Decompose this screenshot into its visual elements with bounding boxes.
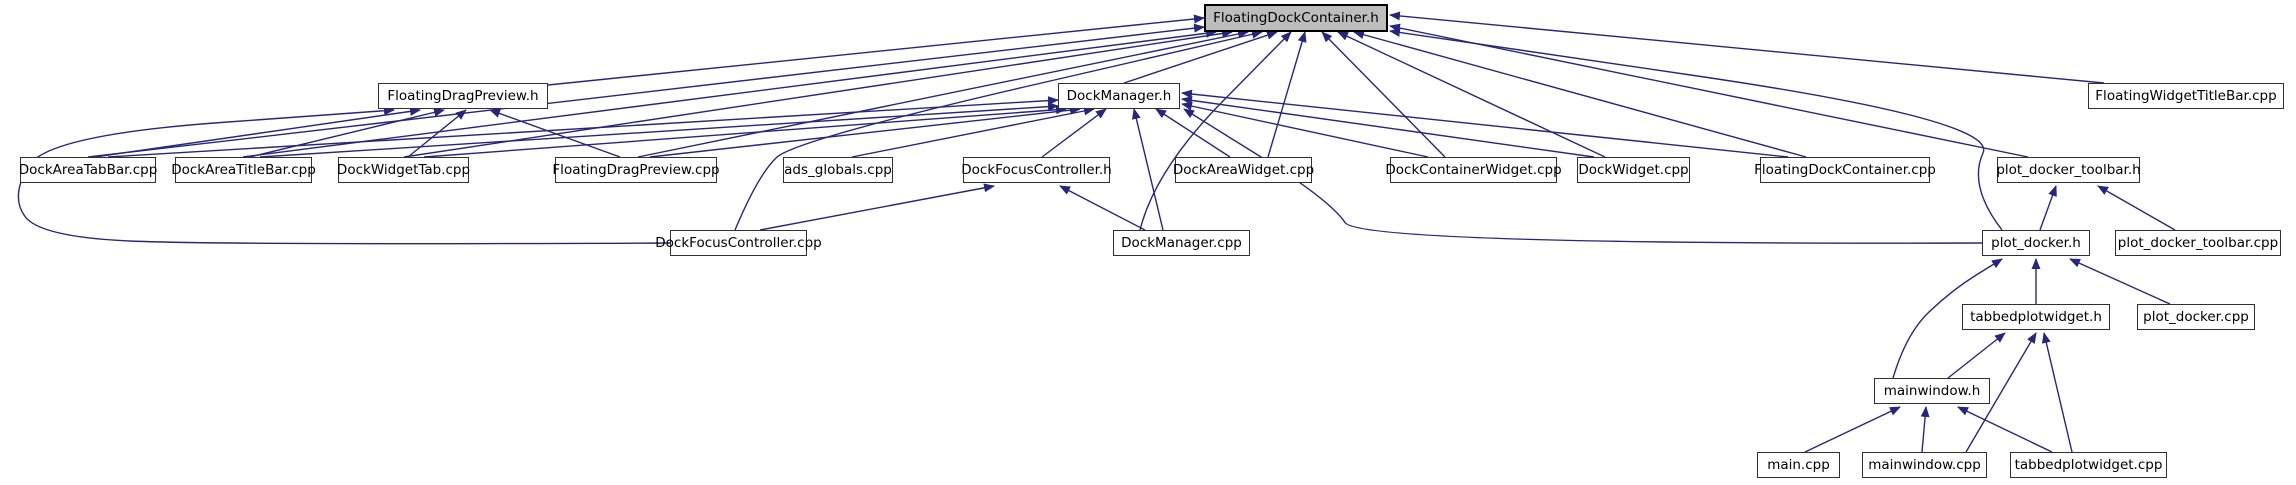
edge-floatingdragpreview_h-to-floatingdockcontainer_h	[547, 14, 1205, 86]
edge-plot_docker_h-to-dockmanager_h	[1183, 108, 1983, 244]
edge-dockwidgettab_cpp-to-floatingdragpreview_h	[407, 109, 467, 158]
edge-dockwidget_cpp-to-dockmanager_h	[1181, 95, 1595, 158]
edge-dockareatabbar_cpp-to-floatingdragpreview_h	[94, 106, 421, 158]
edge-tabbedplotwidget_cpp-to-tabbedplotwidget_h	[2041, 332, 2073, 453]
graph-node-mainwindow_cpp[interactable]: mainwindow.cpp	[1862, 452, 1987, 478]
edge-dockwidget_cpp-to-floatingdockcontainer_h	[1337, 31, 1606, 158]
graph-node-tabbedplotwidget_h[interactable]: tabbedplotwidget.h	[1962, 304, 2110, 330]
graph-node-plot_docker_cpp[interactable]: plot_docker.cpp	[2137, 304, 2255, 330]
edge-plot_docker_cpp-to-plot_docker_h	[2069, 258, 2171, 305]
edge-dockwidgettab_cpp-to-floatingdockcontainer_h	[403, 29, 1233, 158]
graph-node-dockwidgettab_cpp[interactable]: DockWidgetTab.cpp	[337, 157, 470, 183]
edge-plot_docker_h-to-plot_docker_toolbar_h	[2039, 185, 2057, 231]
edge-ads_globals_cpp-to-dockmanager_h	[851, 106, 1095, 158]
edge-dockfocuscontroller_cpp-to-floatingdockcontainer_h	[734, 29, 1263, 231]
edge-floatingdockcontainer_cpp-to-dockmanager_h	[1181, 89, 1789, 158]
edge-plot_docker_toolbar_cpp-to-plot_docker_toolbar_h	[2097, 185, 2176, 231]
graph-node-plot_docker_h[interactable]: plot_docker.h	[1982, 230, 2090, 256]
graph-node-main_cpp[interactable]: main.cpp	[1757, 452, 1840, 478]
edge-mainwindow_cpp-to-mainwindow_h	[1920, 406, 1930, 453]
graph-node-dockfocuscontroller_h[interactable]: DockFocusController.h	[961, 157, 1112, 183]
edge-mainwindow_h-to-tabbedplotwidget_h	[1947, 332, 2006, 379]
edge-dockfocuscontroller_cpp-to-floatingdragpreview_h	[17, 106, 671, 245]
edge-dockmanager_h-to-floatingdockcontainer_h	[1123, 30, 1278, 84]
graph-node-dockmanager_h[interactable]: DockManager.h	[1058, 83, 1180, 109]
graph-node-dockmanager_cpp[interactable]: DockManager.cpp	[1113, 230, 1250, 256]
edge-tabbedplotwidget_cpp-to-mainwindow_h	[1957, 406, 2053, 453]
graph-node-dockfocuscontroller_cpp[interactable]: DockFocusController.cpp	[655, 230, 822, 256]
graph-node-floatingdockcontainer_cpp[interactable]: FloatingDockContainer.cpp	[1754, 157, 1936, 183]
edge-dockcontainerwidget_cpp-to-dockmanager_h	[1181, 101, 1429, 158]
graph-node-floatingdragpreview_h[interactable]: FloatingDragPreview.h	[378, 83, 548, 109]
edge-dockareatabbar_cpp-to-dockmanager_h	[107, 96, 1059, 158]
edge-dockmanager_cpp-to-floatingdockcontainer_h	[1139, 31, 1292, 231]
edge-dockareatabbar_cpp-to-floatingdockcontainer_h	[87, 23, 1205, 158]
edge-dockareawidget_cpp-to-floatingdockcontainer_h	[1267, 31, 1307, 158]
graph-node-plot_docker_toolbar_cpp[interactable]: plot_docker_toolbar.cpp	[2115, 230, 2281, 256]
graph-node-dockareatitlebar_cpp[interactable]: DockAreaTitleBar.cpp	[171, 157, 316, 183]
edge-floatingdragpreview_cpp-to-dockmanager_h	[649, 105, 1081, 158]
edge-floatingdragpreview_cpp-to-floatingdockcontainer_h	[637, 29, 1249, 158]
edge-dockwidgettab_cpp-to-dockmanager_h	[423, 105, 1067, 158]
edge-dockmanager_cpp-to-dockmanager_h	[1131, 108, 1164, 231]
graph-node-tabbedplotwidget_cpp[interactable]: tabbedplotwidget.cpp	[2010, 452, 2167, 478]
graph-node-mainwindow_h[interactable]: mainwindow.h	[1874, 378, 1990, 404]
graph-node-dockcontainerwidget_cpp[interactable]: DockContainerWidget.cpp	[1385, 157, 1562, 183]
graph-node-dockwidget_cpp[interactable]: DockWidget.cpp	[1577, 157, 1690, 183]
edge-dockfocuscontroller_cpp-to-dockfocuscontroller_h	[759, 183, 995, 231]
graph-node-plot_docker_toolbar_h[interactable]: plot_docker_toolbar.h	[1996, 157, 2141, 183]
edge-dockareatitlebar_cpp-to-dockmanager_h	[259, 102, 1059, 158]
edge-floatingdockcontainer_cpp-to-floatingdockcontainer_h	[1353, 30, 1807, 158]
edge-plot_docker_toolbar_h-to-floatingdockcontainer_h	[1389, 23, 2029, 158]
graph-node-floatingdragpreview_cpp[interactable]: FloatingDragPreview.cpp	[552, 157, 720, 183]
edge-dockfocuscontroller_h-to-dockmanager_h	[1041, 108, 1107, 158]
graph-node-dockareatabbar_cpp[interactable]: DockAreaTabBar.cpp	[19, 157, 157, 183]
edge-mainwindow_cpp-to-tabbedplotwidget_h	[1965, 332, 2037, 453]
graph-node-floatingdockcontainer_h[interactable]: FloatingDockContainer.h	[1204, 4, 1388, 32]
edge-dockmanager_cpp-to-dockfocuscontroller_h	[1059, 185, 1146, 231]
edge-floatingdragpreview_cpp-to-floatingdragpreview_h	[489, 109, 621, 158]
edge-dockcontainerwidget_cpp-to-floatingdockcontainer_h	[1321, 31, 1446, 158]
graph-node-dockareawidget_cpp[interactable]: DockAreaWidget.cpp	[1173, 157, 1314, 183]
edge-dockareawidget_cpp-to-dockmanager_h	[1155, 108, 1231, 158]
edge-plot_docker_h-to-floatingdockcontainer_h	[1389, 27, 2003, 231]
edge-dockareatitlebar_cpp-to-floatingdockcontainer_h	[242, 28, 1217, 158]
edge-floatingwidgettitlebar_cpp-to-floatingdockcontainer_h	[1389, 11, 2105, 84]
edge-mainwindow_h-to-plot_docker_h	[1892, 258, 2003, 379]
edge-dockareatitlebar_cpp-to-floatingdragpreview_h	[249, 107, 445, 158]
graph-node-floatingwidgettitlebar_cpp[interactable]: FloatingWidgetTitleBar.cpp	[2088, 83, 2284, 109]
edge-main_cpp-to-mainwindow_h	[1804, 406, 1901, 453]
edge-group	[17, 11, 2176, 453]
graph-node-ads_globals_cpp[interactable]: ads_globals.cpp	[783, 157, 893, 183]
